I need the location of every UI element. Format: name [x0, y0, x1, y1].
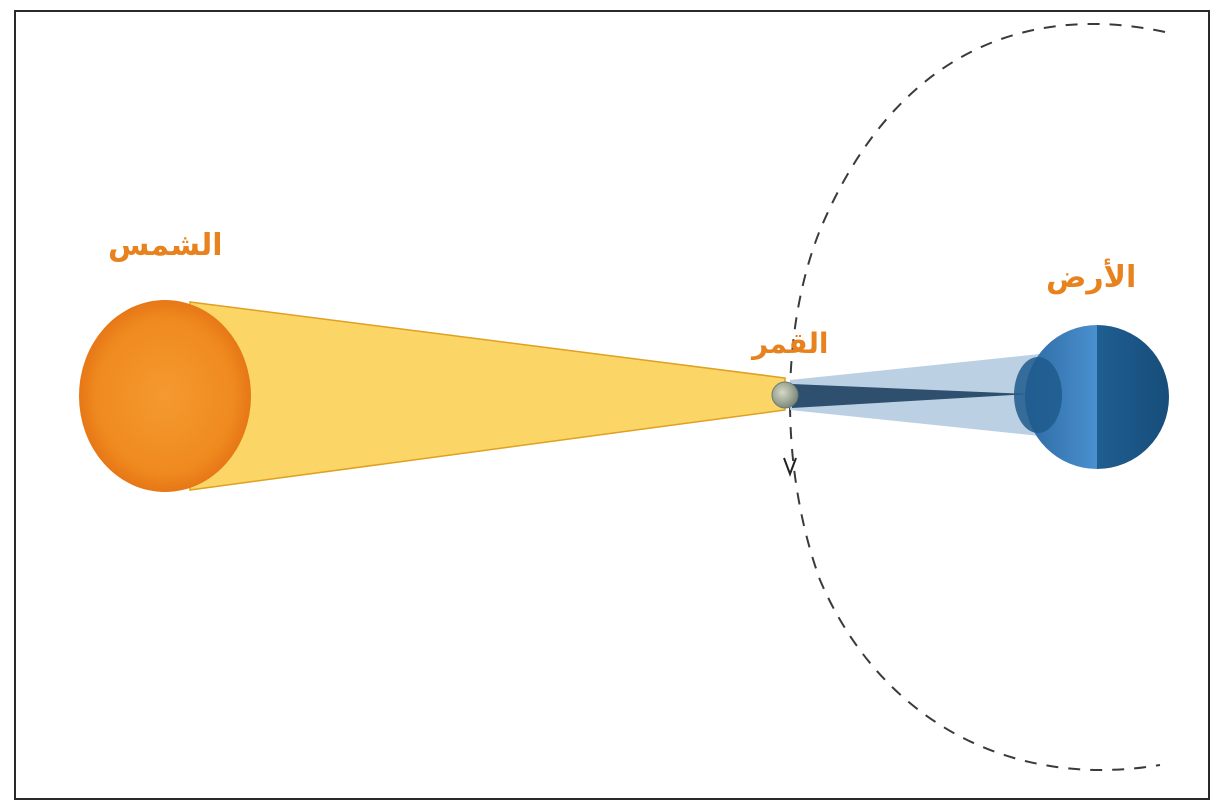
sun-label: الشمس — [108, 228, 223, 263]
sunlight-cone — [189, 301, 786, 491]
orbit-direction-arrow-icon — [783, 457, 797, 477]
earth-shadow-region — [1014, 357, 1062, 433]
umbra-shadow — [792, 384, 1030, 408]
earth-label: الأرض — [1046, 260, 1137, 295]
sun-icon — [79, 300, 251, 492]
moon-orbit-path — [789, 22, 1166, 771]
earth-icon — [1025, 325, 1169, 469]
moon-label: القمر — [752, 327, 829, 360]
moon-icon — [771, 381, 799, 409]
